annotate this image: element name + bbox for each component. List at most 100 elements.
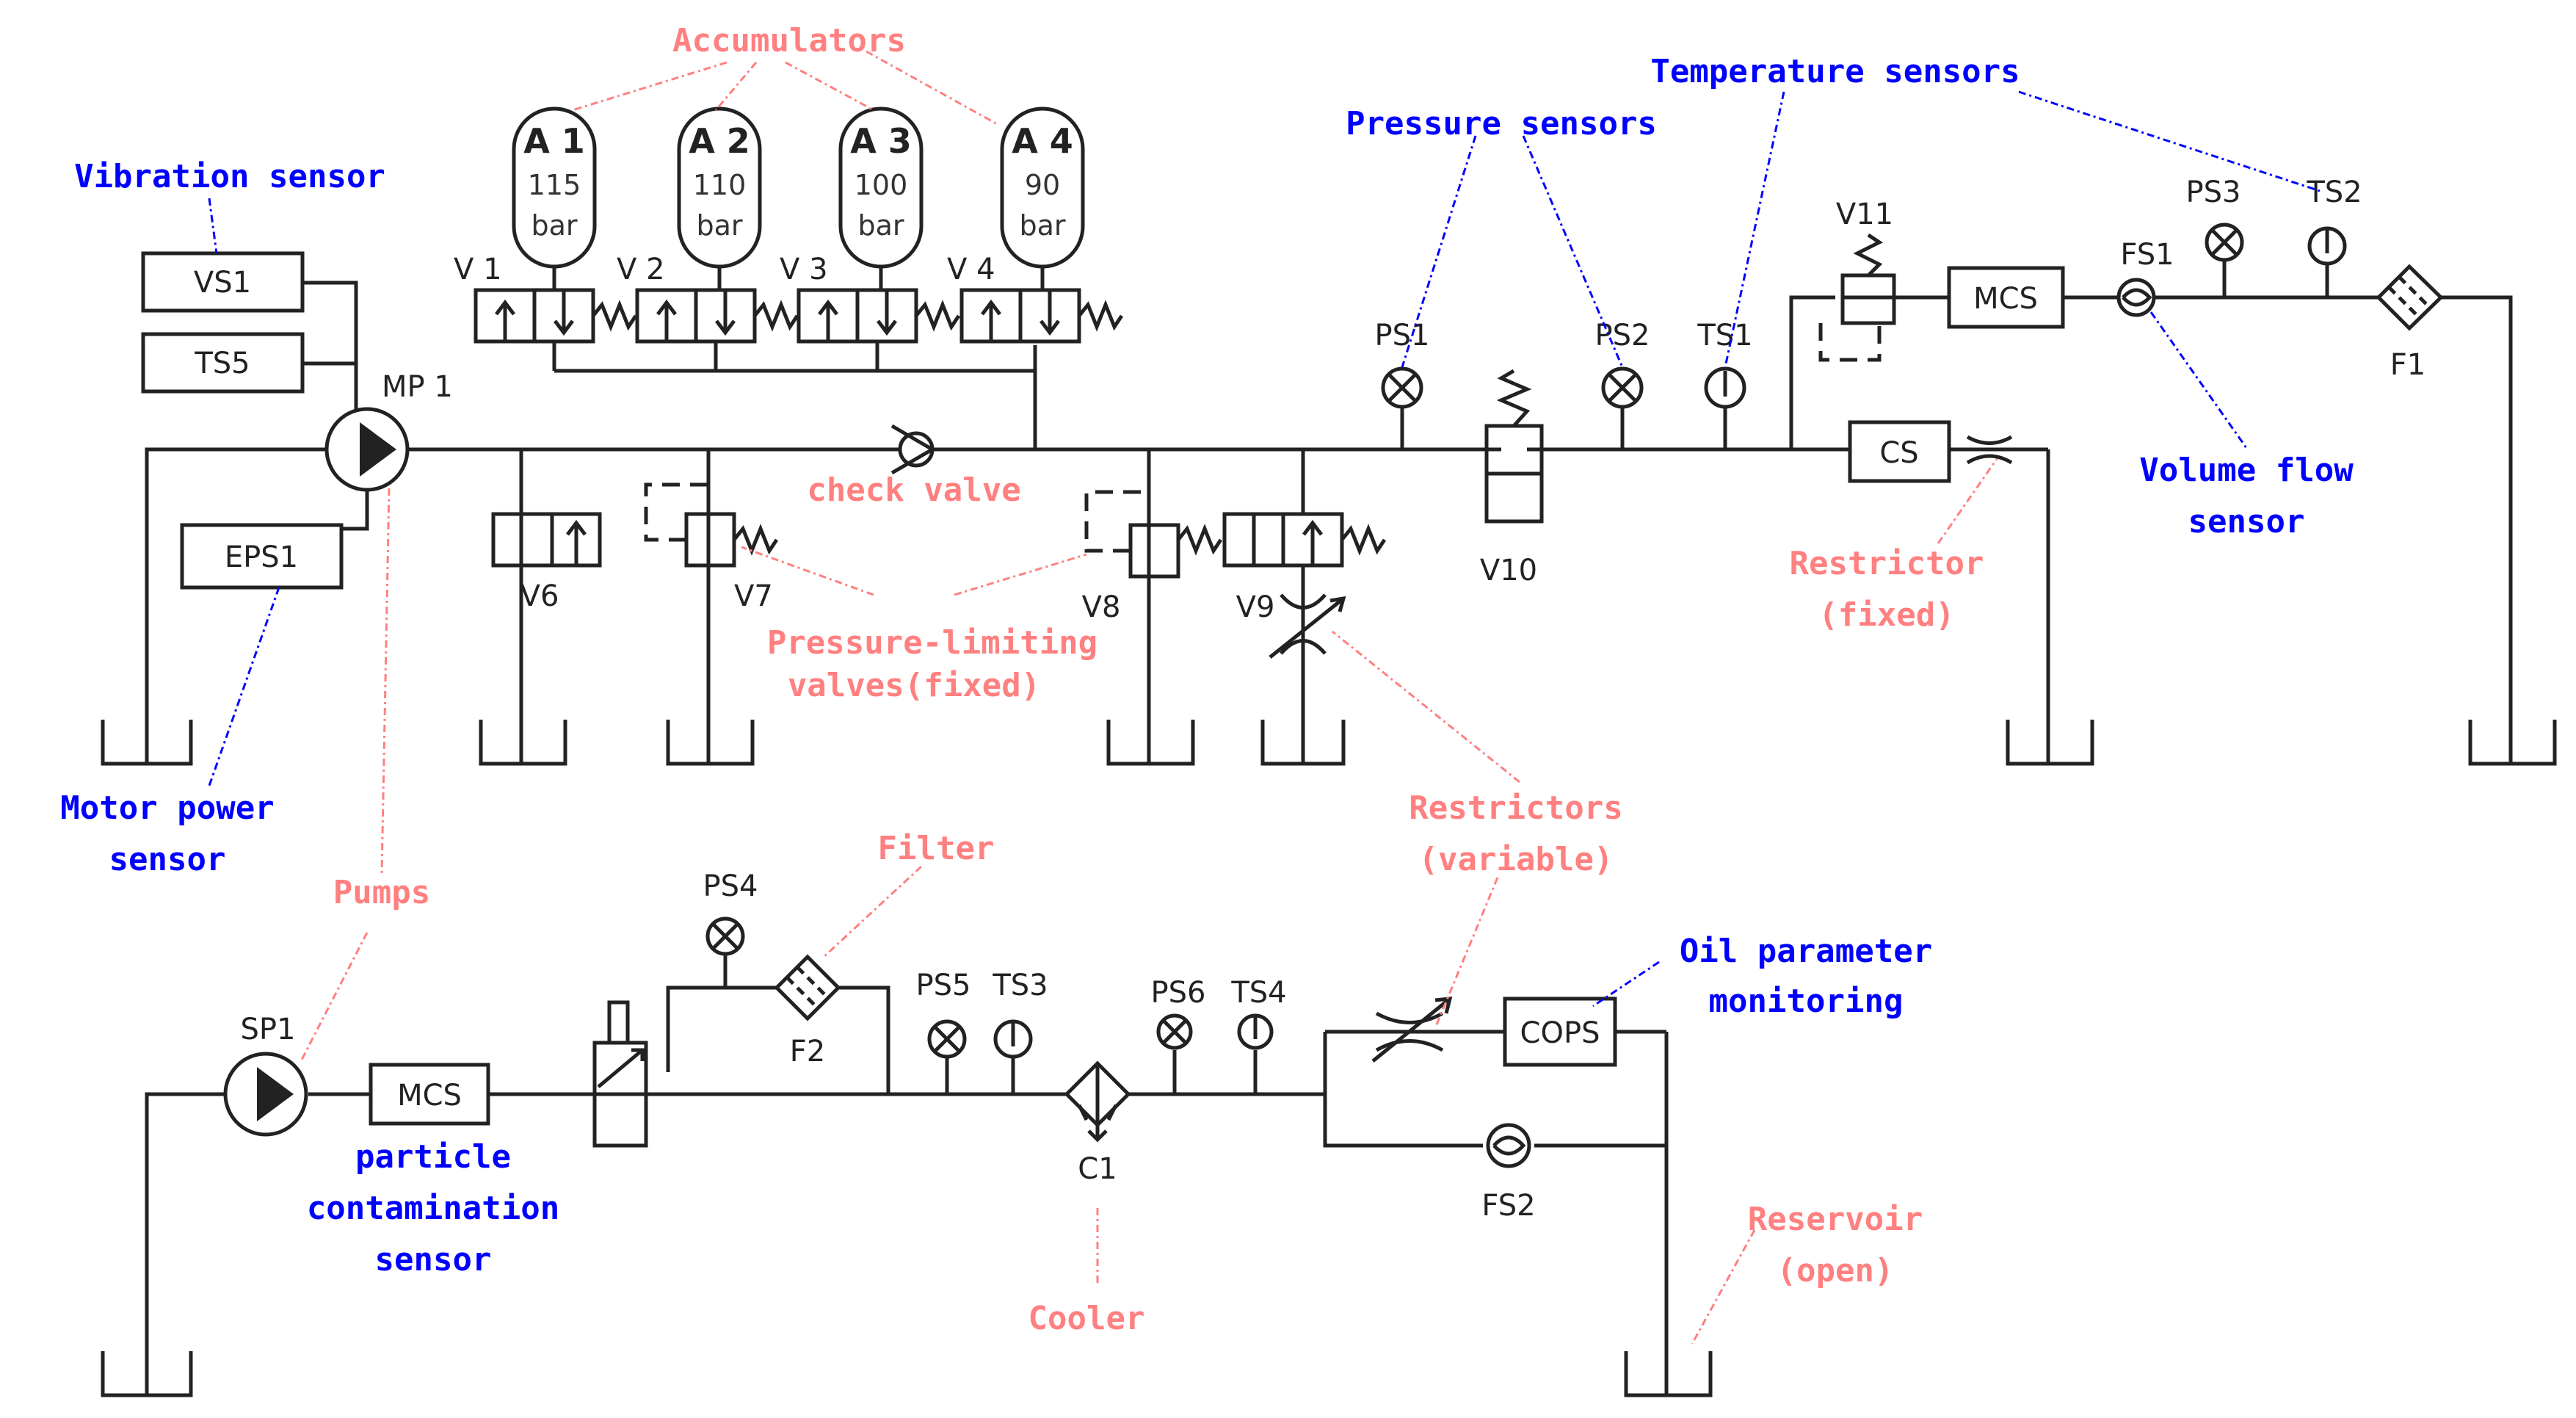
caption-pressure-limiting-1: Pressure-limiting (767, 624, 1097, 662)
eps1-box (180, 523, 344, 590)
reservoir-icon (101, 676, 193, 766)
accumulator-unit: bar (696, 209, 742, 242)
restrictor-fixed-icon (1966, 435, 2013, 465)
ts5-label: TS5 (194, 347, 250, 380)
ps6-sensor-icon (1156, 1013, 1193, 1050)
mp1-pump-icon (324, 407, 410, 492)
reservoir-icon (1624, 1322, 1713, 1397)
mcs-bottom-label: MCS (397, 1079, 462, 1113)
valve-v9 (1222, 512, 1387, 568)
ps2-sensor-icon (1601, 366, 1644, 409)
caption-restrictor-fixed-1: Restrictor (1790, 545, 1984, 582)
caption-motor-power-1: Motor power (60, 789, 274, 827)
valve-v10 (1484, 369, 1544, 524)
caption-particle-2: contamination (307, 1190, 559, 1227)
reservoir-icon (1260, 676, 1346, 766)
f2-label: F2 (790, 1035, 825, 1068)
v4-label: V 4 (947, 253, 995, 286)
caption-filter: Filter (878, 830, 995, 867)
accumulator-name: A 3 (850, 121, 912, 161)
v6-label: V6 (520, 579, 559, 613)
caption-check-valve: check valve (807, 471, 1020, 509)
caption-restrictor-fixed-2: (fixed) (1818, 596, 1954, 634)
v11-label: V11 (1836, 198, 1893, 231)
ps4-label: PS4 (703, 869, 758, 903)
caption-restrictors-variable-2: (variable) (1419, 841, 1614, 878)
reservoir-icon (2468, 676, 2557, 766)
accumulator-unit: bar (531, 209, 577, 242)
accumulator-a3: A 3 100 bar (838, 106, 924, 294)
accumulator-pressure: 100 (855, 169, 908, 201)
valve-v4 (959, 288, 1124, 344)
caption-volume-flow-1: Volume flow (2139, 452, 2354, 489)
f1-filter-icon (2376, 264, 2444, 331)
fs1-label: FS1 (2120, 238, 2174, 272)
caption-pressure-sensors: Pressure sensors (1346, 105, 1657, 142)
ps1-label: PS1 (1375, 319, 1430, 352)
valve-v2 (635, 288, 799, 371)
leader-lines (208, 50, 2321, 1345)
accumulator-a2: A 2 110 bar (677, 106, 762, 294)
c1-cooler-icon (1064, 1060, 1131, 1143)
ts2-sensor-icon (2307, 226, 2347, 266)
reservoir-icon (666, 676, 755, 766)
ts1-sensor-icon (1704, 366, 1746, 409)
check-valve-icon (890, 424, 936, 475)
accumulator-name: A 4 (1012, 121, 1073, 161)
cops-box (1503, 996, 1617, 1067)
mcs-top-label: MCS (1973, 282, 2038, 316)
caption-particle-1: particle (355, 1138, 511, 1176)
ps5-label: PS5 (916, 969, 971, 1002)
ts4-sensor-icon (1237, 1013, 1274, 1050)
caption-reservoir-2: (open) (1777, 1252, 1894, 1289)
ts3-sensor-icon (993, 1019, 1033, 1059)
main-circuit-lines (145, 261, 2513, 676)
reservoirs-top (101, 676, 2557, 766)
v8-label: V8 (1082, 590, 1121, 624)
restrictor-variable-bottom-icon (1371, 996, 1453, 1063)
mp1-label: MP 1 (382, 370, 453, 404)
v7-label: V7 (734, 579, 773, 613)
cs-label: CS (1879, 436, 1918, 470)
caption-oil-param-2: monitoring (1709, 983, 1904, 1020)
v10-label: V10 (1480, 554, 1537, 587)
valve-v1 (474, 288, 638, 371)
ts3-label: TS3 (992, 969, 1048, 1002)
v9-label: V9 (1236, 590, 1275, 624)
reservoir-icon (479, 676, 567, 766)
ps3-label: PS3 (2186, 176, 2241, 209)
accumulator-name: A 2 (689, 121, 750, 161)
mcs-top-box (1947, 266, 2065, 329)
ts2-label: TS2 (2306, 176, 2362, 209)
cops-label: COPS (1520, 1016, 1600, 1050)
accumulator-unit: bar (1019, 209, 1065, 242)
ts5-box (141, 332, 305, 394)
caption-accumulators: Accumulators (672, 22, 906, 59)
valve-v8 (1084, 490, 1223, 579)
reservoir-icon (1106, 676, 1195, 766)
sp1-pump-icon (223, 1052, 308, 1137)
accumulator-pressure: 115 (528, 169, 581, 201)
accumulator-pressure: 110 (693, 169, 747, 201)
f2-filter-icon (774, 954, 841, 1021)
reservoirs-bottom (101, 1322, 1713, 1397)
c1-label: C1 (1078, 1152, 1117, 1186)
caption-pressure-limiting-2: valves(fixed) (788, 667, 1040, 704)
switching-valve-icon (592, 1000, 648, 1148)
eps1-label: EPS1 (225, 540, 298, 574)
fs2-label: FS2 (1481, 1189, 1535, 1223)
caption-motor-power-2: sensor (109, 841, 226, 878)
caption-oil-param-1: Oil parameter (1680, 933, 1932, 970)
caption-vibration-sensor: Vibration sensor (74, 158, 385, 195)
restrictor-variable-icon (1269, 593, 1346, 659)
fs1-sensor-icon (2116, 278, 2156, 317)
mcs-bottom-box (369, 1063, 490, 1126)
accumulator-a1: A 1 115 bar (512, 106, 597, 294)
valve-v6 (491, 512, 602, 568)
vs1-box (141, 251, 305, 313)
sp1-label: SP1 (241, 1013, 296, 1046)
reservoir-icon (101, 1322, 193, 1397)
f1-label: F1 (2390, 348, 2426, 382)
ps1-sensor-icon (1381, 366, 1423, 409)
